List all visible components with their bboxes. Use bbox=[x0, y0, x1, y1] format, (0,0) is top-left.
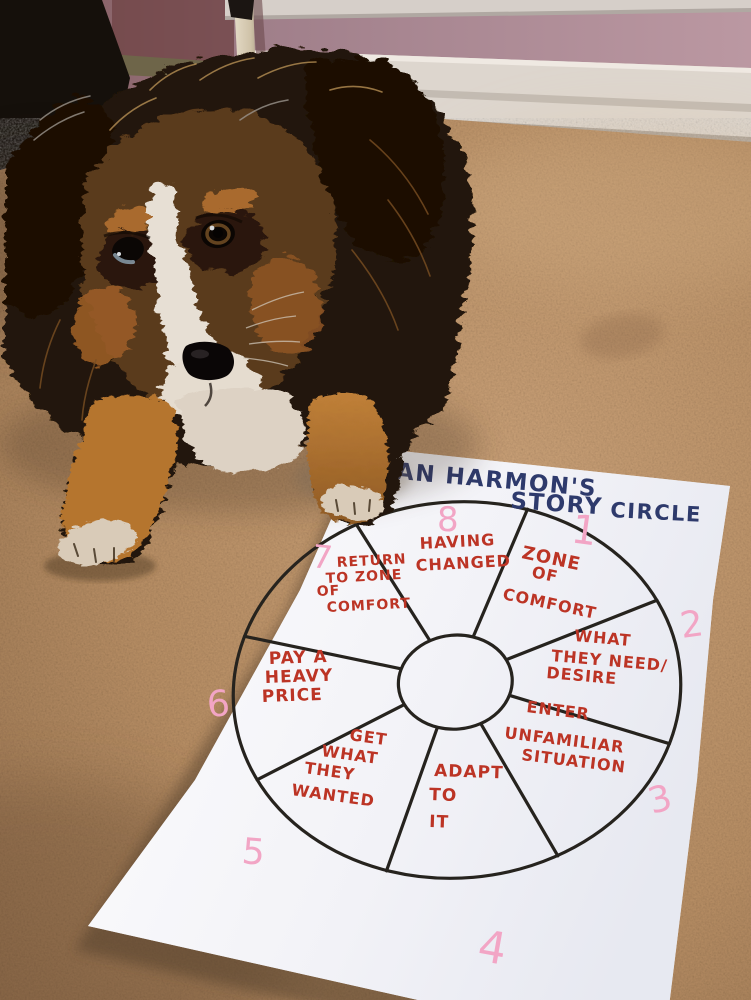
dog-nose-highlight bbox=[191, 349, 209, 359]
label-6-line2: HEAVY bbox=[264, 666, 333, 688]
carpet-light-patch bbox=[430, 120, 751, 290]
fur-strand bbox=[149, 63, 197, 91]
dog-left-eye-catchlight bbox=[117, 252, 121, 256]
segment-number-6: 6 bbox=[205, 683, 231, 726]
fur-strand bbox=[369, 139, 429, 215]
wheel-spoke-6-7 bbox=[242, 634, 403, 671]
whisker bbox=[248, 340, 301, 345]
label-7-line4: COMFORT bbox=[326, 596, 411, 616]
segment-number-8: 8 bbox=[437, 500, 459, 540]
poster-title-word-circle: CIRCLE bbox=[610, 498, 703, 527]
dog-brow-left bbox=[101, 201, 155, 229]
carpet-stain bbox=[580, 314, 664, 358]
fur-strand bbox=[109, 97, 157, 131]
dog-brow-right bbox=[196, 183, 252, 209]
dog-right-eye-catchlight bbox=[209, 225, 215, 231]
whisker bbox=[245, 315, 297, 329]
label-8-line2: CHANGED bbox=[415, 551, 511, 575]
pole-cap bbox=[228, 0, 254, 20]
label-6-line1: PAY A bbox=[268, 647, 327, 669]
whisker bbox=[251, 291, 305, 311]
label-2-line1: WHAT bbox=[574, 626, 633, 650]
paper-shading bbox=[88, 447, 730, 1000]
label-6-line3: PRICE bbox=[261, 685, 323, 707]
label-7-line1: RETURN bbox=[336, 551, 407, 571]
story-wheel bbox=[231, 500, 683, 880]
label-7-line2: TO ZONE bbox=[325, 567, 402, 587]
dog-whiskers bbox=[242, 291, 305, 367]
dog-cheek-left bbox=[69, 282, 131, 362]
claw bbox=[353, 502, 356, 515]
claw bbox=[93, 548, 97, 563]
dog-left-eyelid bbox=[103, 231, 151, 240]
dog-left-eye-highlight bbox=[113, 253, 135, 265]
fur-strand bbox=[199, 57, 255, 81]
wheel-outer-circle bbox=[231, 500, 683, 880]
wheel-spoke-1-2 bbox=[504, 598, 659, 662]
wheel-spoke-2-3 bbox=[508, 693, 672, 746]
fur-strand-grey bbox=[33, 111, 85, 141]
claw bbox=[335, 499, 339, 512]
fur-strand bbox=[81, 359, 97, 421]
fur-strand bbox=[39, 319, 61, 389]
label-4-line1: ADAPT bbox=[434, 761, 504, 783]
molding-shadow-line bbox=[225, 8, 751, 20]
dog-right-paw-toes bbox=[319, 482, 381, 518]
wall-top-molding bbox=[225, 0, 751, 17]
dog-face-details bbox=[73, 213, 371, 563]
dog-cheek-right bbox=[246, 252, 318, 352]
dog-left-eye bbox=[112, 236, 144, 264]
dog-right-ear bbox=[300, 53, 440, 257]
wheel-hub-circle bbox=[396, 633, 514, 731]
wheel-spoke-8-1 bbox=[471, 507, 530, 638]
label-4-line3: IT bbox=[429, 812, 450, 833]
fur-strand-grey bbox=[39, 95, 91, 121]
fur-strand-grey bbox=[239, 99, 289, 121]
wheel-spoke-3-4 bbox=[479, 722, 560, 858]
fur-strand bbox=[257, 61, 317, 79]
claw bbox=[73, 543, 79, 557]
dog-right-eye-pupil bbox=[213, 228, 223, 238]
baseboard-top-highlight bbox=[245, 50, 751, 73]
dog-left-leg bbox=[59, 393, 176, 560]
dog bbox=[0, 43, 469, 563]
wheel-spoke-4-5 bbox=[384, 726, 439, 873]
fur-strand bbox=[329, 85, 383, 93]
label-7-line3: OF bbox=[316, 583, 340, 600]
wheel-spoke-7-8 bbox=[354, 522, 432, 642]
dog-mouth bbox=[204, 382, 213, 407]
dog-right-eye-iris bbox=[205, 223, 231, 245]
claw bbox=[368, 499, 371, 512]
segment-number-1: 1 bbox=[569, 506, 601, 555]
wheel-spoke-5-6 bbox=[255, 703, 406, 782]
dog-fur-strands bbox=[33, 57, 431, 421]
dog-nose bbox=[182, 341, 234, 381]
label-8-line1: HAVING bbox=[419, 530, 495, 553]
segment-number-5: 5 bbox=[240, 831, 266, 874]
segment-number-2: 2 bbox=[678, 603, 706, 647]
whisker bbox=[242, 357, 289, 367]
dog-right-eyelid bbox=[195, 213, 243, 224]
dog-claws bbox=[73, 499, 371, 563]
label-4-line2: TO bbox=[429, 785, 458, 806]
segment-number-7: 7 bbox=[310, 537, 334, 577]
fur-strand bbox=[387, 199, 431, 277]
fur-strand bbox=[351, 249, 399, 331]
poster-title-word-story: STORY bbox=[510, 488, 604, 520]
